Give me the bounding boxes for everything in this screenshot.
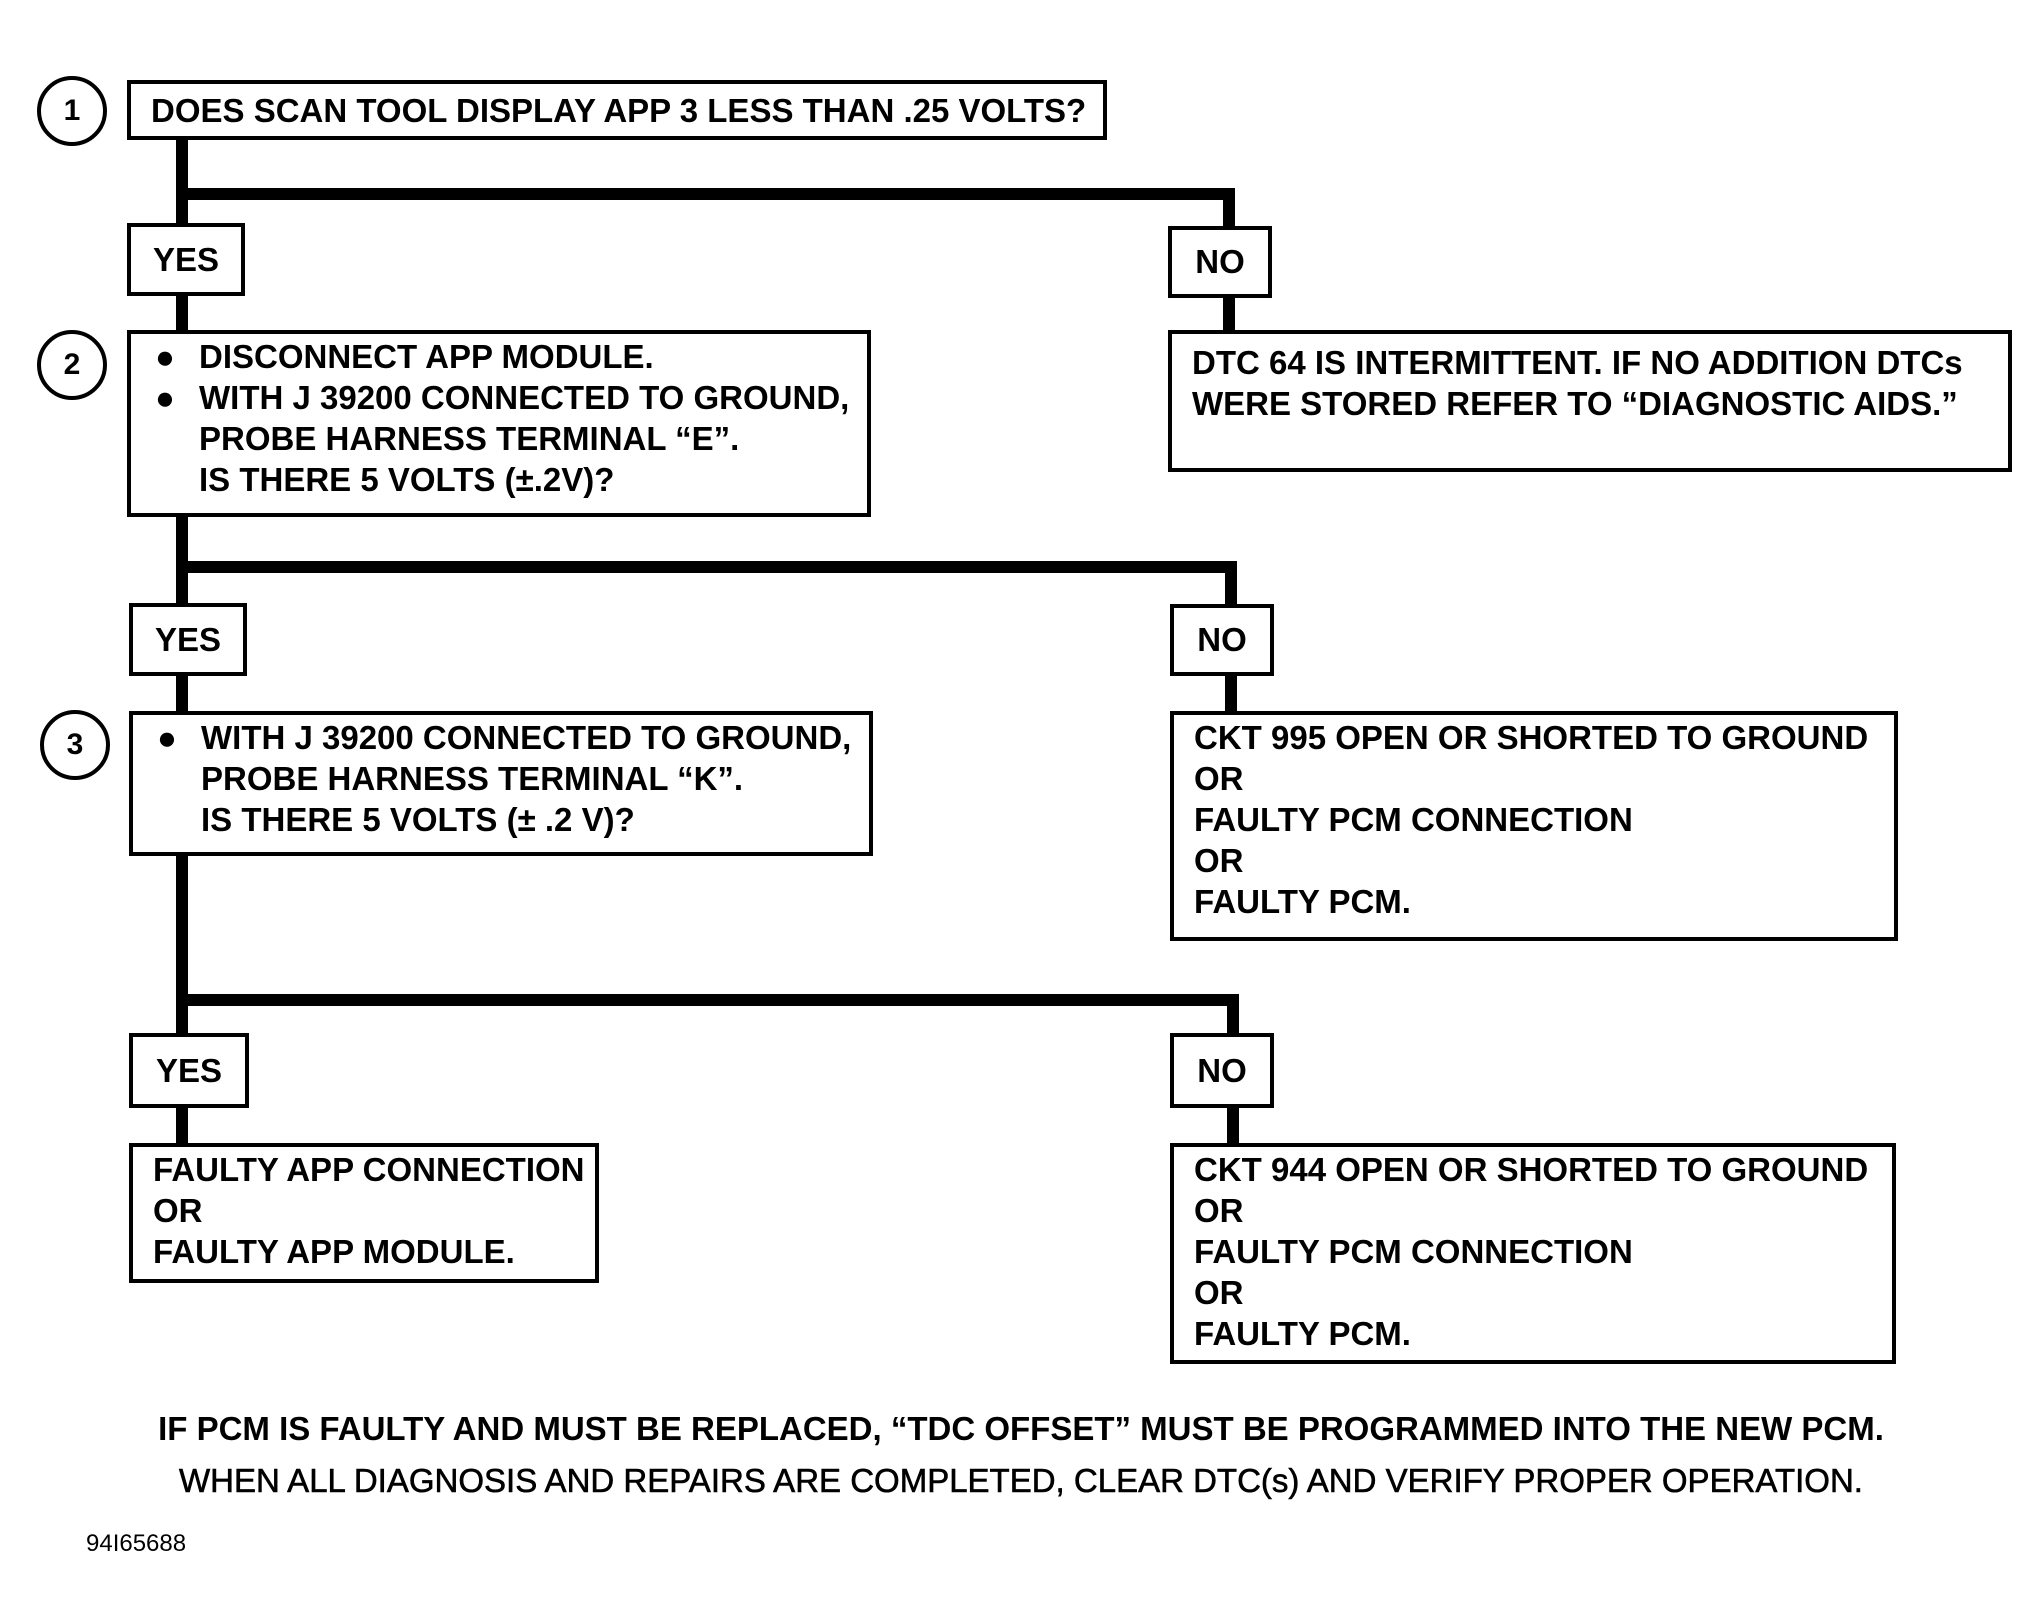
step-2-no-result-line: FAULTY PCM. <box>1194 883 1411 920</box>
connector <box>1227 994 1239 1038</box>
step-1-yes-label: YES <box>127 223 245 296</box>
connector <box>176 513 188 607</box>
step-number-3: 3 <box>40 710 110 780</box>
connector <box>176 188 1235 200</box>
bullet-icon: ● <box>157 719 177 756</box>
step-3-continuation: IS THERE 5 VOLTS (± .2 V)? <box>201 801 635 838</box>
step-2-yes-label: YES <box>129 603 247 676</box>
step-2-bullet: ●WITH J 39200 CONNECTED TO GROUND, <box>155 379 850 416</box>
step-2-no-result-line: OR <box>1194 760 1244 797</box>
step-3-no-result-box: CKT 944 OPEN OR SHORTED TO GROUND OR FAU… <box>1170 1143 1896 1364</box>
step-1-question-box: DOES SCAN TOOL DISPLAY APP 3 LESS THAN .… <box>127 80 1107 140</box>
figure-id: 94I65688 <box>86 1530 187 1557</box>
step-number-2: 2 <box>37 330 107 400</box>
footer-note: WHEN ALL DIAGNOSIS AND REPAIRS ARE COMPL… <box>179 1462 1864 1500</box>
step-1-question-text: DOES SCAN TOOL DISPLAY APP 3 LESS THAN .… <box>151 92 1087 129</box>
connector <box>176 561 1237 573</box>
step-1-no-result-box: DTC 64 IS INTERMITTENT. IF NO ADDITION D… <box>1168 330 2012 472</box>
step-2-continuation: PROBE HARNESS TERMINAL “E”. <box>199 420 740 457</box>
connector <box>176 673 188 715</box>
bullet-icon: ● <box>155 379 175 416</box>
step-number-1: 1 <box>37 76 107 146</box>
step-3-no-result-line: OR <box>1194 1192 1244 1229</box>
step-3-no-result-line: CKT 944 OPEN OR SHORTED TO GROUND <box>1194 1151 1869 1188</box>
connector <box>176 292 188 332</box>
step-3-no-result-line: FAULTY PCM CONNECTION <box>1194 1233 1633 1270</box>
connector <box>176 1104 188 1148</box>
step-3-question-box: ●WITH J 39200 CONNECTED TO GROUND, PROBE… <box>129 711 873 856</box>
step-2-question-box: ●DISCONNECT APP MODULE. ●WITH J 39200 CO… <box>127 330 871 517</box>
step-2-no-result-line: CKT 995 OPEN OR SHORTED TO GROUND <box>1194 719 1869 756</box>
step-3-bullet: ●WITH J 39200 CONNECTED TO GROUND, <box>157 719 852 756</box>
footer-note: IF PCM IS FAULTY AND MUST BE REPLACED, “… <box>158 1410 1884 1447</box>
step-3-no-label: NO <box>1170 1033 1274 1108</box>
connector <box>1225 673 1237 715</box>
step-3-no-result-line: FAULTY PCM. <box>1194 1315 1411 1352</box>
step-3-continuation: PROBE HARNESS TERMINAL “K”. <box>201 760 744 797</box>
connector <box>176 852 188 1038</box>
step-3-yes-result-line: OR <box>153 1192 203 1229</box>
step-2-no-result-line: OR <box>1194 842 1244 879</box>
connector <box>1227 1104 1239 1148</box>
step-1-no-label: NO <box>1168 226 1272 298</box>
connector <box>176 136 188 228</box>
connector <box>1225 561 1237 609</box>
connector <box>176 994 1239 1006</box>
bullet-icon: ● <box>155 338 175 375</box>
step-3-yes-label: YES <box>129 1033 249 1108</box>
step-1-no-result-line: DTC 64 IS INTERMITTENT. IF NO ADDITION D… <box>1192 344 1963 381</box>
step-2-continuation: IS THERE 5 VOLTS (±.2V)? <box>199 461 615 498</box>
step-2-no-label: NO <box>1170 604 1274 676</box>
step-2-bullet: ●DISCONNECT APP MODULE. <box>155 338 654 375</box>
step-1-no-result-line: WERE STORED REFER TO “DIAGNOSTIC AIDS.” <box>1192 385 1958 422</box>
step-2-no-result-line: FAULTY PCM CONNECTION <box>1194 801 1633 838</box>
step-3-no-result-line: OR <box>1194 1274 1244 1311</box>
step-2-no-result-box: CKT 995 OPEN OR SHORTED TO GROUND OR FAU… <box>1170 711 1898 941</box>
connector <box>1223 294 1235 334</box>
connector <box>1223 188 1235 230</box>
step-3-yes-result-line: FAULTY APP MODULE. <box>153 1233 515 1270</box>
step-3-yes-result-box: FAULTY APP CONNECTION OR FAULTY APP MODU… <box>129 1143 599 1283</box>
step-3-yes-result-line: FAULTY APP CONNECTION <box>153 1151 585 1188</box>
